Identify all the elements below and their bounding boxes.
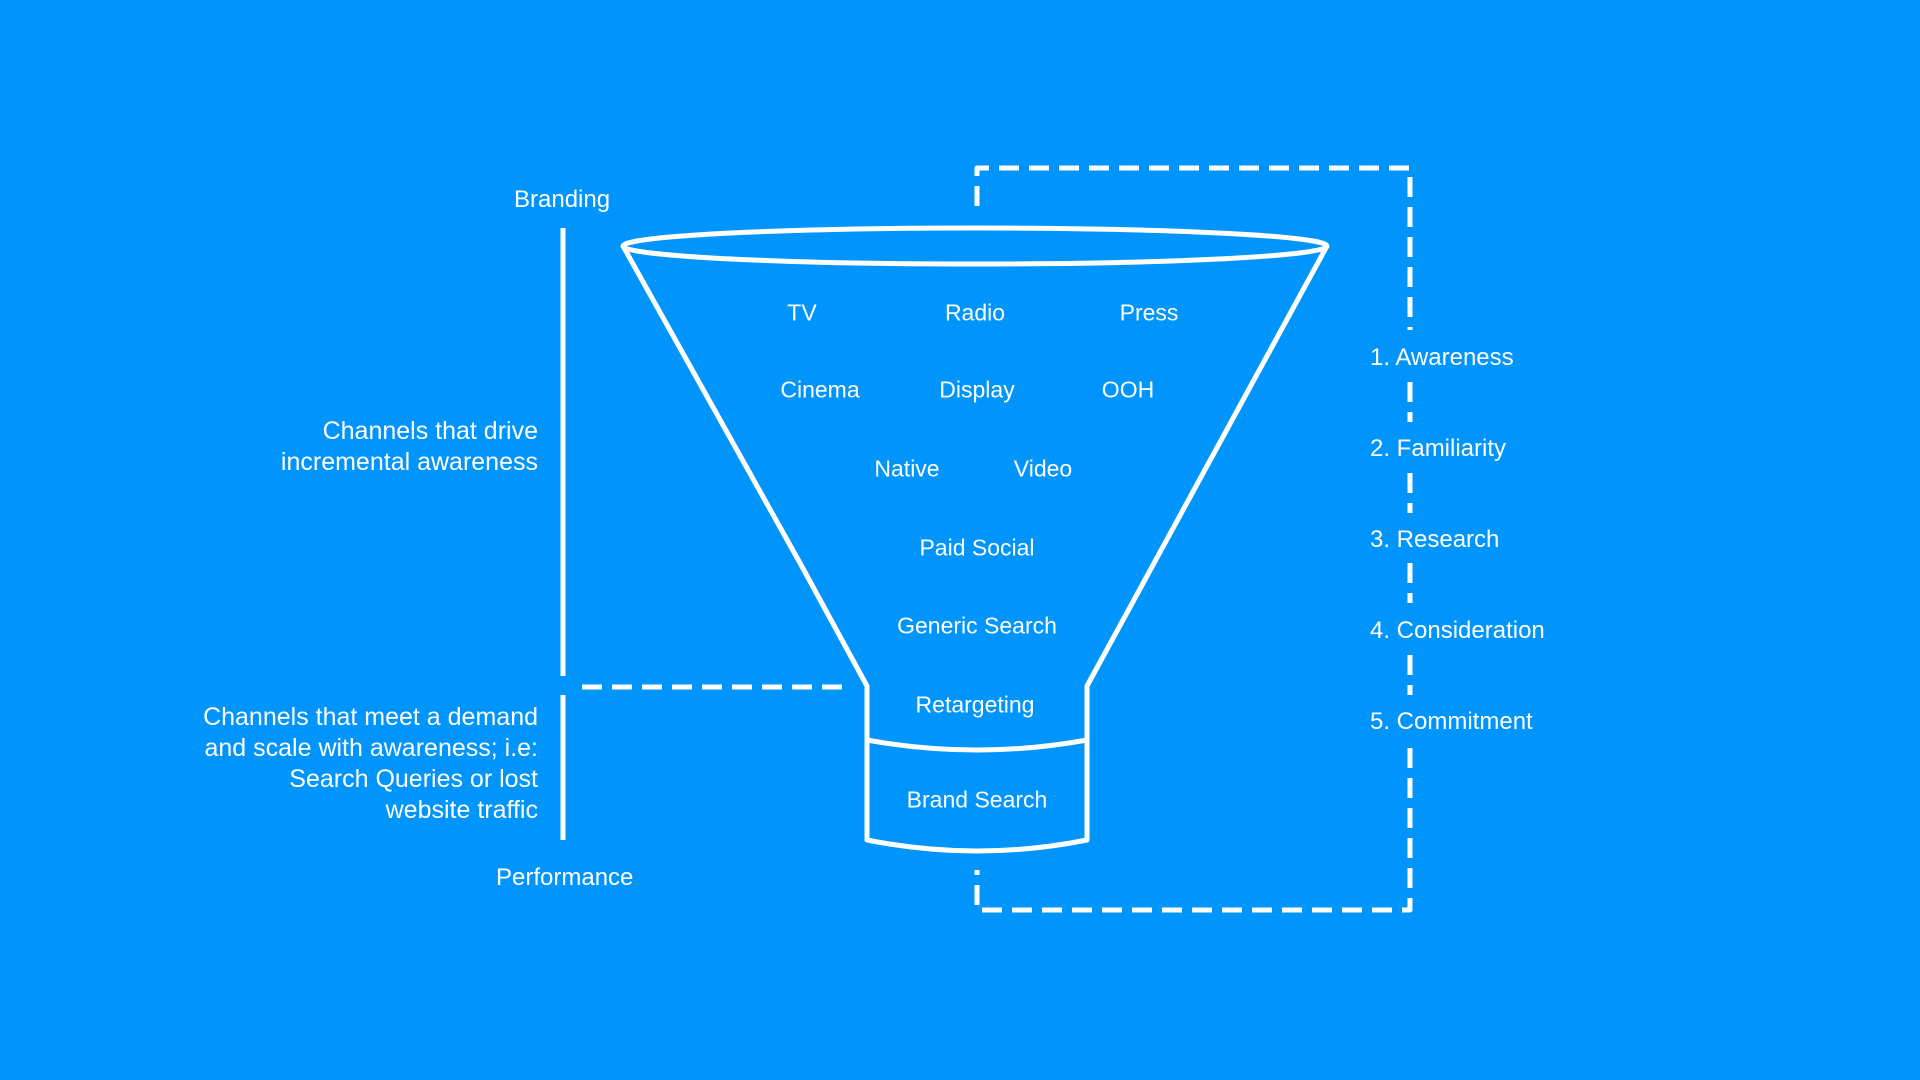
stages-bracket xyxy=(974,165,1413,330)
channel-tv: TV xyxy=(787,299,817,326)
channel-radio: Radio xyxy=(944,299,1006,326)
stage-consideration: 4. Consideration xyxy=(1370,617,1545,644)
funnel-rim xyxy=(620,225,1330,267)
channel-press: Press xyxy=(1119,299,1179,326)
stage-commitment: 5. Commitment xyxy=(1370,708,1533,735)
performance-label: Performance xyxy=(496,864,634,891)
branding-description: Channels that drive incremental awarenes… xyxy=(280,417,538,476)
funnel-body xyxy=(620,244,1330,740)
performance-description: Channels that meet a demand and scale wi… xyxy=(203,703,538,824)
channel-video: Video xyxy=(1013,455,1073,482)
funnel-spout-base xyxy=(864,740,1090,854)
channel-brand-search: Brand Search xyxy=(906,786,1048,813)
channel-cinema: Cinema xyxy=(780,376,860,403)
channel-native: Native xyxy=(874,455,940,482)
channel-retargeting: Retargeting xyxy=(915,691,1035,718)
stage-familiarity: 2. Familiarity xyxy=(1370,435,1507,462)
stage-research: 3. Research xyxy=(1370,526,1500,553)
channel-display: Display xyxy=(939,376,1015,403)
stages-bracket-bottom xyxy=(974,748,1413,913)
branding-label: Branding xyxy=(514,186,611,213)
channel-ooh: OOH xyxy=(1101,376,1155,403)
stage-awareness: 1. Awareness xyxy=(1370,344,1514,371)
channel-generic-search: Generic Search xyxy=(897,612,1057,639)
funnel-spout-divider xyxy=(866,737,1088,753)
channel-paid-social: Paid Social xyxy=(919,534,1035,561)
